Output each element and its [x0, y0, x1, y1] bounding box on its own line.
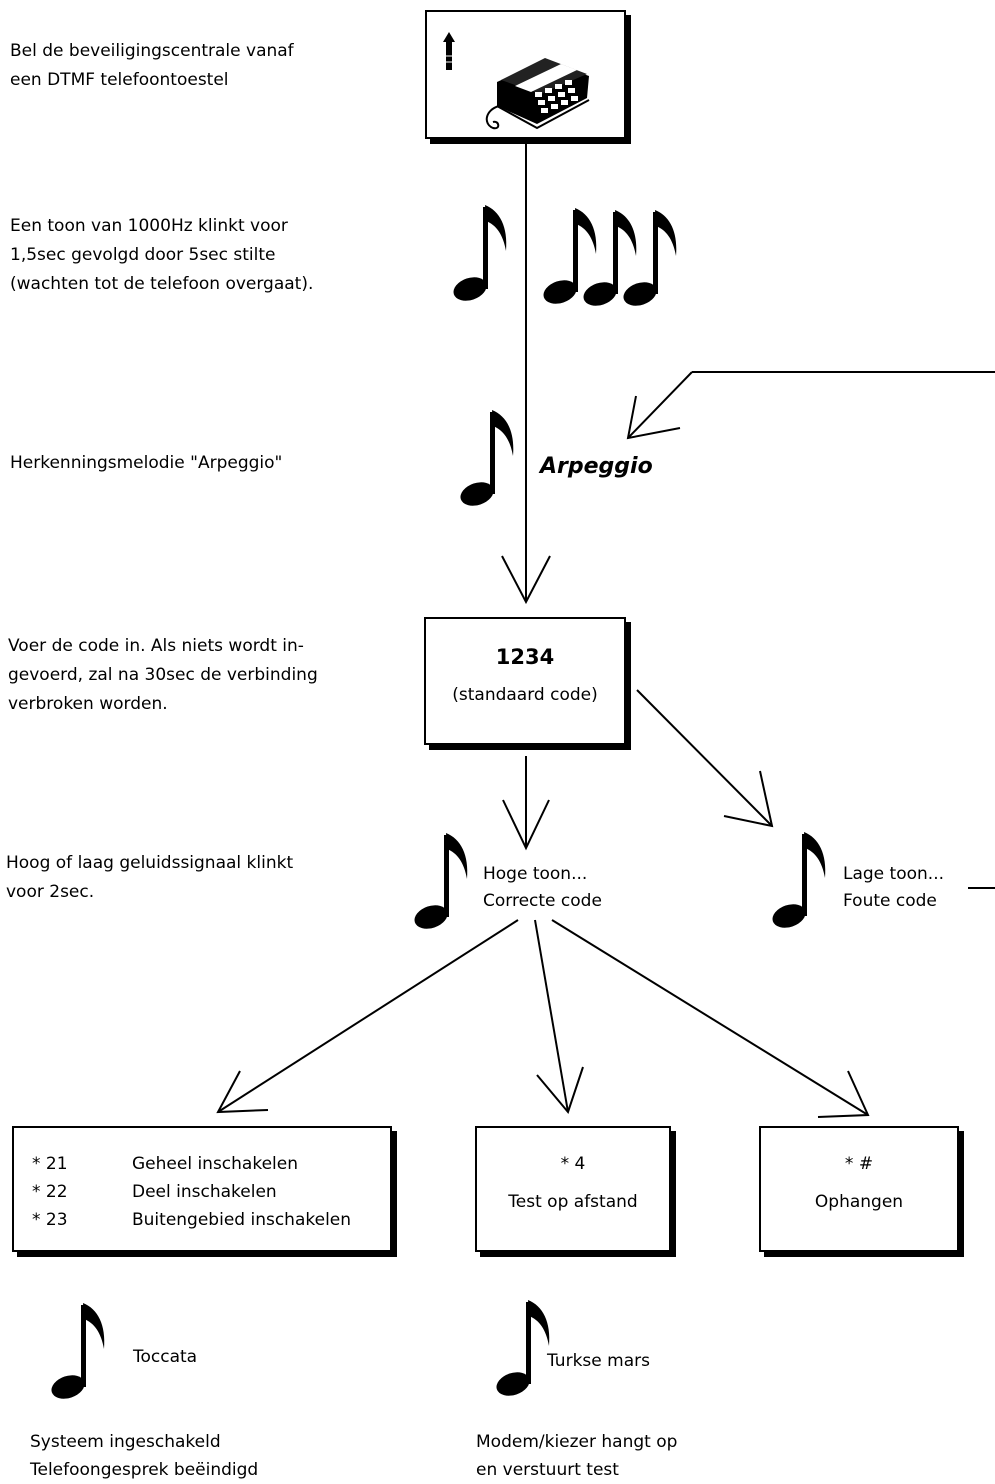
step-signal-text: Hoog of laag geluidssignaal klinkt voor … — [6, 853, 294, 902]
step-code-text: Voer de code in. Als niets wordt in- gev… — [8, 636, 318, 714]
step-tone-text: Een toon van 1000Hz klinkt voor 1,5sec g… — [10, 216, 314, 294]
test-code: * 4 — [560, 1154, 586, 1174]
code-to-low-arrow — [636, 689, 774, 828]
arpeggio-label: Arpeggio — [540, 454, 653, 479]
music-note-icon — [48, 1303, 105, 1403]
default-code-note: (standaard code) — [452, 685, 598, 705]
toccata-label: Toccata — [133, 1347, 198, 1367]
music-note-icon — [457, 410, 514, 510]
retry-arrow — [626, 371, 995, 889]
step-melody-text: Herkenningsmelodie "Arpeggio" — [10, 453, 283, 473]
branch-arrows — [216, 919, 870, 1118]
low-tone-text: Lage toon... Foute code — [843, 864, 944, 911]
default-code: 1234 — [495, 645, 555, 669]
hangup-code: * # — [844, 1154, 874, 1174]
music-note-icon — [493, 1300, 550, 1400]
hangup-label: Ophangen — [814, 1192, 904, 1212]
test-label: Test op afstand — [508, 1192, 638, 1212]
main-flow-arrow — [501, 142, 551, 605]
hangup-option-box: * # Ophangen — [759, 1126, 959, 1252]
high-tone-text: Hoge toon... Correcte code — [483, 864, 602, 911]
code-to-high-arrow — [502, 756, 550, 851]
music-note-icon — [769, 832, 826, 932]
turkish-result-text: Modem/kiezer hangt op en verstuurt test — [476, 1432, 678, 1480]
music-note-icon — [411, 833, 468, 933]
telephone-icon — [443, 32, 590, 130]
music-note-icon — [450, 205, 507, 305]
step-call-text: Bel de beveiligingscentrale vanaf een DT… — [10, 41, 294, 90]
test-option-box: * 4 Test op afstand — [475, 1126, 671, 1252]
turkish-march-label: Turkse mars — [547, 1351, 650, 1371]
toccata-result-text: Systeem ingeschakeld Telefoongesprek beë… — [30, 1432, 259, 1480]
code-box: 1234 (standaard code) — [424, 617, 626, 745]
telephone-box — [425, 10, 626, 139]
